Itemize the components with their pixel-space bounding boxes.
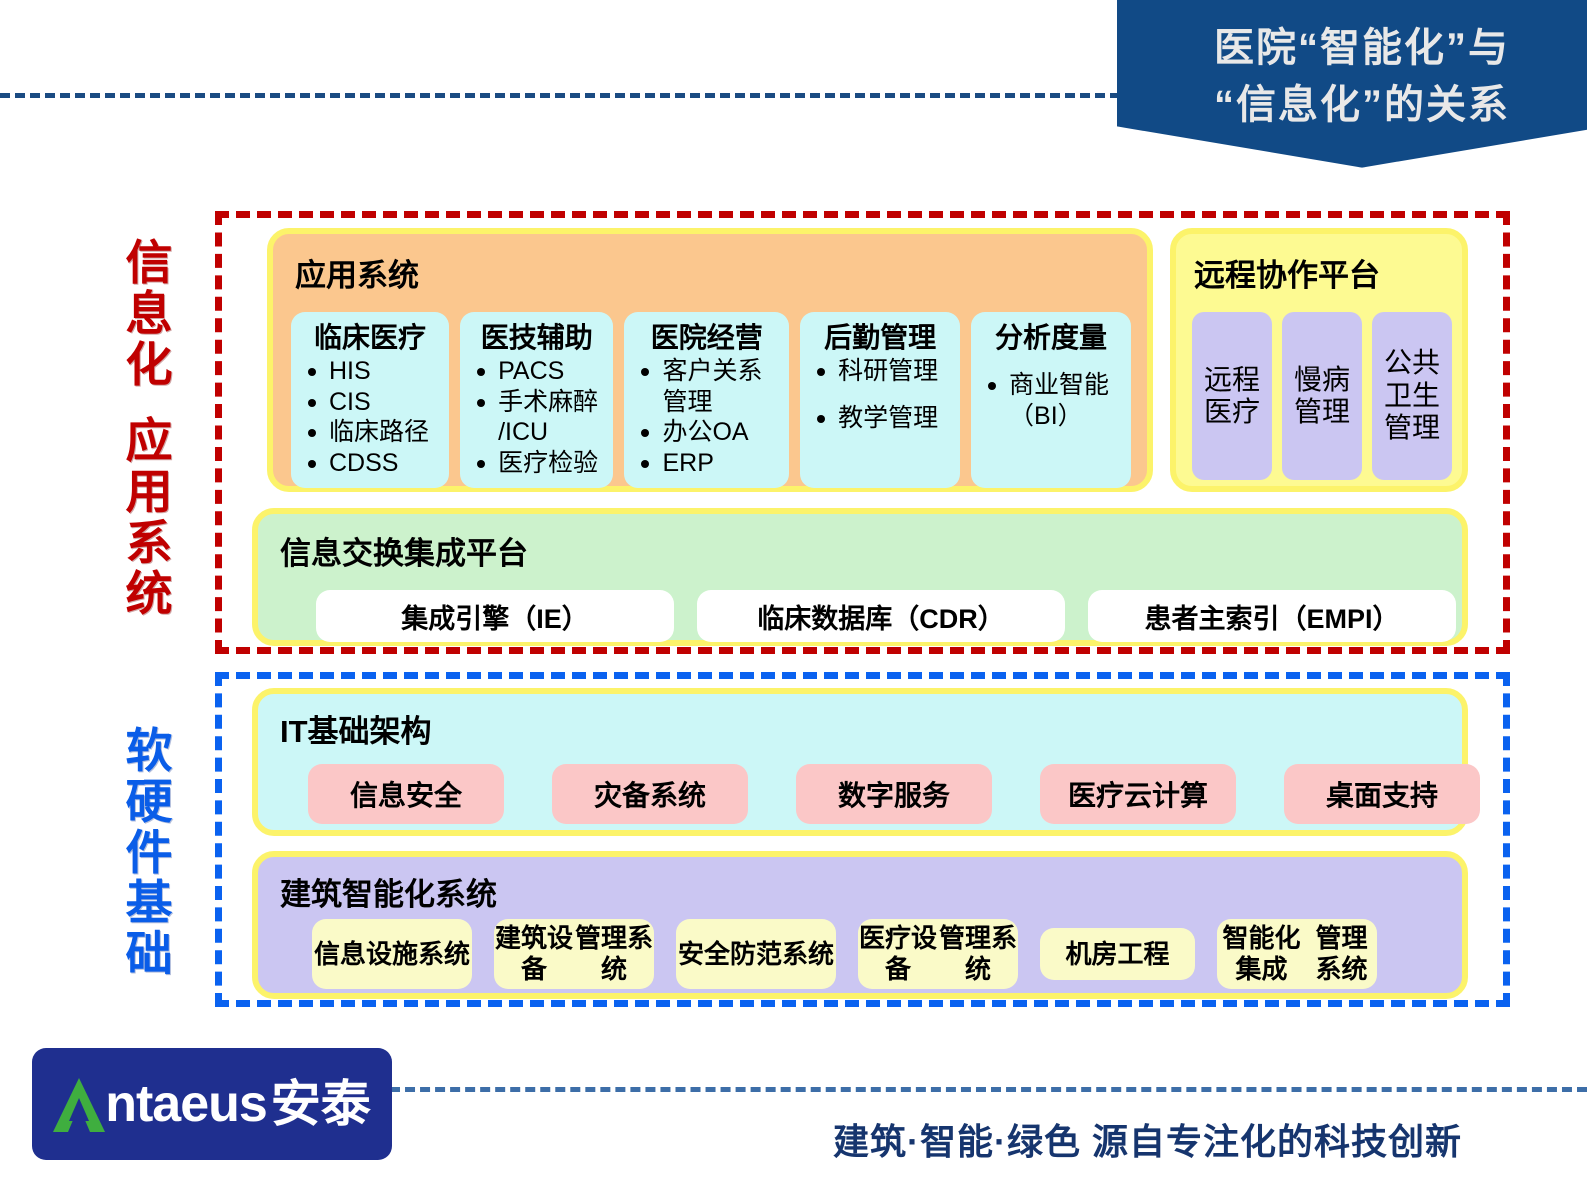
list-item: 医疗检验	[477, 448, 605, 479]
side-label-spacer	[118, 390, 180, 416]
list-item: CIS	[307, 387, 441, 418]
remote-card-label: 慢病管理	[1293, 363, 1350, 427]
panel-title-information-exchange: 信息交换集成平台	[280, 536, 528, 571]
side-label-hardware: 软硬件基础	[118, 724, 180, 980]
list-item: 办公OA	[641, 417, 781, 448]
app-card-title: 医技辅助	[480, 322, 593, 353]
panel-title-building-intelligence: 建筑智能化系统	[280, 877, 497, 912]
side-label-info-part1: 信息化	[125, 236, 173, 391]
remote-card-label: 远程医疗	[1203, 363, 1260, 427]
app-card-medical-technical[interactable]: 医技辅助 PACS 手术麻醉 /ICU 医疗检验	[460, 312, 614, 489]
list-item: CDSS	[307, 448, 441, 479]
remote-card-public-health[interactable]: 公共卫生管理	[1372, 312, 1452, 480]
remote-card-row: 远程医疗 慢病管理 公共卫生管理	[1192, 312, 1452, 480]
side-label-info-part2: 应用系统	[125, 414, 173, 620]
list-item: ERP	[641, 448, 781, 479]
list-item: PACS	[477, 356, 605, 387]
app-card-list: HIS CIS 临床路径 CDSS	[297, 356, 443, 478]
list-item: 手术麻醉	[477, 387, 605, 418]
logo-text-en: ntaeus	[105, 1075, 268, 1133]
list-item-continuation: 管理	[662, 387, 713, 416]
it-card-desktop-support[interactable]: 桌面支持	[1284, 764, 1480, 824]
app-card-list: 客户关系 管理 办公OA ERP	[630, 356, 783, 478]
top-dashed-rule	[0, 93, 1120, 98]
remote-card-label: 公共卫生管理	[1383, 347, 1440, 444]
panel-application-system: 应用系统 临床医疗 HIS CIS 临床路径 CDSS 医技辅助 PACS 手术…	[267, 228, 1153, 492]
list-item: 临床路径	[307, 417, 441, 448]
app-card-list: PACS 手术麻醉 /ICU 医疗检验	[466, 356, 607, 478]
region-informatization	[215, 211, 1510, 654]
panel-title-remote-collaboration: 远程协作平台	[1194, 258, 1380, 293]
building-card-integrated-mgmt[interactable]: 智能化集成管理系统	[1217, 919, 1377, 989]
side-label-informatization: 信息化 应用系统	[118, 236, 180, 620]
app-card-title: 后勤管理	[824, 322, 937, 353]
list-item: 科研管理	[817, 356, 952, 387]
application-card-row: 临床医疗 HIS CIS 临床路径 CDSS 医技辅助 PACS 手术麻醉 /I…	[291, 312, 1131, 489]
page-title-banner: 医院“智能化”与 “信息化”的关系	[1117, 0, 1587, 168]
app-card-title: 分析度量	[995, 322, 1108, 353]
it-card-medical-cloud[interactable]: 医疗云计算	[1040, 764, 1236, 824]
app-card-hospital-operations[interactable]: 医院经营 客户关系 管理 办公OA ERP	[624, 312, 790, 489]
panel-it-infrastructure: IT基础架构 信息安全 灾备系统 数字服务 医疗云计算 桌面支持	[252, 688, 1480, 836]
integration-card-cdr[interactable]: 临床数据库（CDR）	[697, 590, 1065, 642]
app-card-clinical[interactable]: 临床医疗 HIS CIS 临床路径 CDSS	[291, 312, 450, 489]
remote-card-telemedicine[interactable]: 远程医疗	[1192, 312, 1272, 480]
remote-card-chronic-disease[interactable]: 慢病管理	[1282, 312, 1362, 480]
list-item: 客户关系	[641, 356, 781, 387]
integration-card-row: 集成引擎（IE） 临床数据库（CDR） 患者主索引（EMPI）	[316, 590, 1456, 642]
building-card-equipment-mgmt[interactable]: 建筑设备管理系统	[494, 919, 654, 989]
it-card-row: 信息安全 灾备系统 数字服务 医疗云计算 桌面支持	[308, 764, 1480, 824]
app-card-list: 科研管理 教学管理	[806, 356, 954, 433]
building-card-info-facility[interactable]: 信息设施系统	[312, 919, 472, 989]
panel-title-application-system: 应用系统	[295, 258, 419, 293]
integration-card-ie[interactable]: 集成引擎（IE）	[316, 590, 674, 642]
app-card-title: 临床医疗	[314, 322, 427, 353]
footer-tagline: 建筑·智能·绿色 源自专注化的科技创新	[833, 1121, 1462, 1162]
company-logo[interactable]: ntaeus 安泰	[32, 1048, 392, 1160]
list-item: 教学管理	[817, 403, 952, 434]
it-card-digital-services[interactable]: 数字服务	[796, 764, 992, 824]
list-item-continuation: （BI）	[1009, 401, 1083, 430]
it-card-disaster-recovery[interactable]: 灾备系统	[552, 764, 748, 824]
app-card-list: 商业智能 （BI）	[977, 370, 1125, 431]
building-card-datacenter[interactable]: 机房工程	[1040, 928, 1195, 980]
logo-a-icon	[53, 1076, 106, 1132]
app-card-analytics[interactable]: 分析度量 商业智能 （BI）	[971, 312, 1131, 489]
building-card-security-protection[interactable]: 安全防范系统	[676, 919, 836, 989]
panel-building-intelligence: 建筑智能化系统 信息设施系统 建筑设备管理系统 安全防范系统 医疗设备管理系统 …	[252, 851, 1468, 999]
app-card-logistics[interactable]: 后勤管理 科研管理 教学管理	[800, 312, 961, 489]
logo-text-cn: 安泰	[270, 1076, 371, 1132]
panel-remote-collaboration: 远程协作平台 远程医疗 慢病管理 公共卫生管理	[1170, 228, 1468, 492]
building-card-medical-equipment[interactable]: 医疗设备管理系统	[858, 919, 1018, 989]
integration-card-empi[interactable]: 患者主索引（EMPI）	[1088, 590, 1456, 642]
region-hardware-foundation	[215, 672, 1510, 1007]
list-item: HIS	[307, 356, 441, 387]
panel-title-it-infrastructure: IT基础架构	[280, 714, 432, 749]
list-item-continuation: /ICU	[498, 418, 549, 447]
title-line-1: 医院“智能化”与	[1214, 26, 1510, 70]
app-card-title: 医院经营	[650, 322, 763, 353]
title-line-2: “信息化”的关系	[1214, 82, 1510, 127]
it-card-information-security[interactable]: 信息安全	[308, 764, 504, 824]
side-label-hardware-text: 软硬件基础	[125, 724, 173, 980]
panel-information-exchange: 信息交换集成平台 集成引擎（IE） 临床数据库（CDR） 患者主索引（EMPI）	[252, 508, 1468, 646]
building-card-row: 信息设施系统 建筑设备管理系统 安全防范系统 医疗设备管理系统 机房工程 智能化…	[312, 919, 1377, 989]
bottom-dashed-rule	[390, 1087, 1587, 1092]
list-item: 商业智能	[988, 370, 1123, 401]
